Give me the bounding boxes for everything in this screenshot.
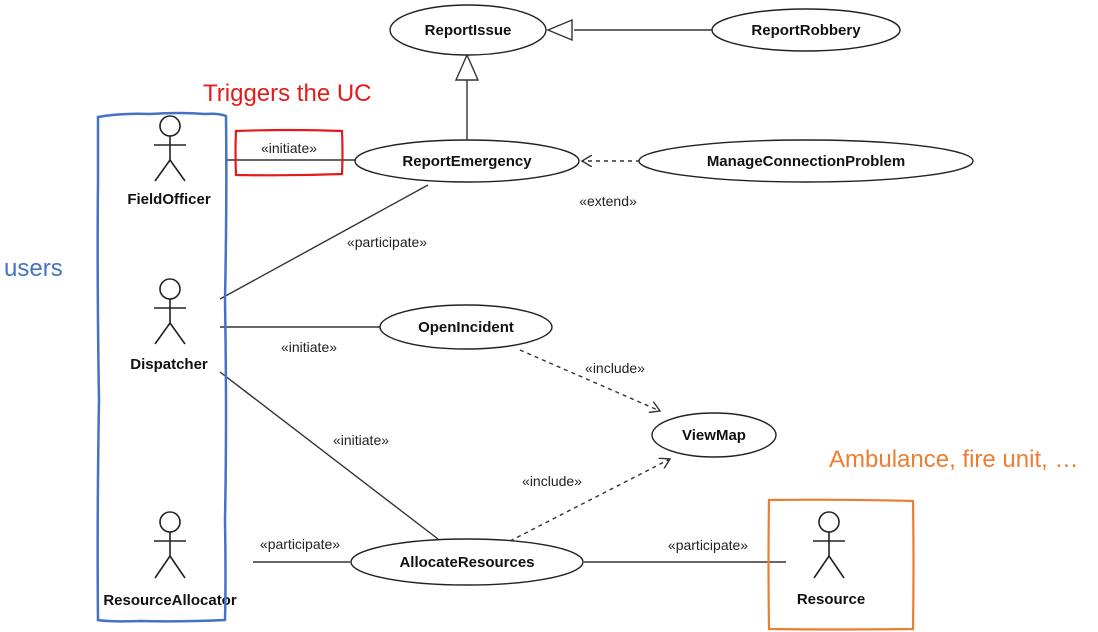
dispatcher-allocateresources-association (219, 371, 439, 540)
actor-resource-allocator: ResourceAllocator (103, 511, 237, 609)
dispatcher-reportemergency-association (219, 184, 429, 300)
actor-resource-allocator-label: ResourceAllocator (103, 592, 237, 609)
usecase-report-emergency-label: ReportEmergency (402, 153, 532, 170)
initiate-highlight-box (234, 128, 344, 177)
usecase-view-map: ViewMap (651, 412, 777, 458)
actor-dispatcher: Dispatcher (130, 278, 208, 373)
generalization-robbery-arrowhead (546, 18, 573, 42)
include-openincident-viewmap (519, 349, 660, 411)
usecase-allocate-resources-label: AllocateResources (399, 554, 534, 571)
actor-dispatcher-label: Dispatcher (130, 356, 208, 373)
stereotype-allocator-participate: «participate» (260, 536, 340, 552)
stereotype-dispatcher-initiate-allocate: «initiate» (333, 432, 389, 448)
actor-field-officer-label: FieldOfficer (127, 191, 211, 208)
usecase-open-incident: OpenIncident (379, 304, 553, 350)
actor-resource: Resource (797, 511, 865, 608)
include-allocateresources-viewmap (509, 459, 670, 542)
stereotype-resource-participate: «participate» (668, 537, 748, 553)
usecase-report-emergency: ReportEmergency (354, 139, 580, 183)
usecase-report-issue: ReportIssue (389, 4, 547, 56)
stereotype-fieldofficer-initiate: «initiate» (261, 140, 317, 156)
stereotype-extend: «extend» (579, 193, 637, 209)
actor-field-officer: FieldOfficer (127, 115, 211, 208)
usecase-allocate-resources: AllocateResources (350, 538, 584, 586)
stereotype-dispatcher-participate: «participate» (347, 234, 427, 250)
generalization-emergency-arrowhead (454, 53, 480, 81)
usecase-report-robbery: ReportRobbery (711, 8, 901, 52)
users-grouping-box (96, 111, 228, 623)
resource-examples-annotation: Ambulance, fire unit, … (829, 446, 1078, 473)
usecase-report-issue-label: ReportIssue (425, 22, 512, 39)
triggers-annotation: Triggers the UC (203, 80, 372, 107)
users-annotation: users (4, 255, 63, 282)
stereotype-dispatcher-initiate-open: «initiate» (281, 339, 337, 355)
usecase-open-incident-label: OpenIncident (418, 319, 514, 336)
usecase-view-map-label: ViewMap (682, 427, 746, 444)
actor-resource-label: Resource (797, 591, 865, 608)
resource-highlight-box (767, 498, 915, 631)
usecase-report-robbery-label: ReportRobbery (751, 22, 861, 39)
usecase-manage-connection-problem: ManageConnectionProblem (638, 139, 974, 183)
stereotype-include-open: «include» (585, 360, 645, 376)
usecase-manage-connection-problem-label: ManageConnectionProblem (707, 153, 905, 170)
stereotype-include-allocate: «include» (522, 473, 582, 489)
